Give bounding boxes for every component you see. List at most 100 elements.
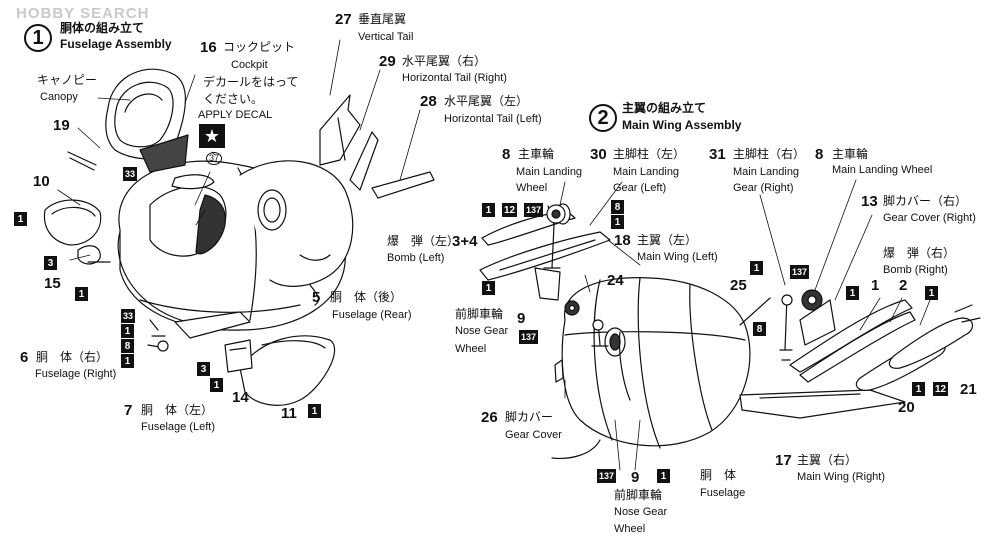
badge-1: 1 bbox=[846, 286, 859, 300]
part-28-label-jp: 水平尾翼（左） bbox=[444, 94, 529, 108]
part-7-label-en: Fuselage (Left) bbox=[141, 421, 215, 433]
part-17-number: 17 bbox=[775, 452, 792, 469]
part-31-label-jp: 主脚柱（右） bbox=[733, 147, 806, 161]
part-24-number: 24 bbox=[607, 272, 624, 289]
step-2-title-jp: 主翼の組み立て bbox=[622, 101, 707, 115]
part-7-number: 7 bbox=[124, 402, 133, 419]
part-13-label-en: Gear Cover (Right) bbox=[883, 212, 976, 224]
part-20-number: 20 bbox=[898, 399, 915, 416]
part-5-label-en: Fuselage (Rear) bbox=[332, 309, 412, 321]
part-16-label-jp: コックピット bbox=[223, 40, 296, 54]
fuselage-label-jp: 胴 体 bbox=[700, 468, 737, 482]
part-30-number: 30 bbox=[590, 146, 607, 163]
bomb-left-label-jp: 爆 弾（左） bbox=[387, 234, 460, 248]
part-31-number: 31 bbox=[709, 146, 726, 163]
step-2-title-en: Main Wing Assembly bbox=[622, 118, 742, 132]
part-9-label-en-1: Nose Gear bbox=[455, 325, 509, 337]
part-9-label-en-1: Nose Gear bbox=[614, 506, 668, 518]
badge-137: 137 bbox=[519, 330, 539, 344]
part-29-number: 29 bbox=[379, 53, 396, 70]
badge-8: 8 bbox=[611, 200, 624, 214]
part-26-label-jp: 脚カバー bbox=[505, 410, 554, 424]
step-1-number: 1 bbox=[24, 24, 52, 52]
part-9-label-en-2: Wheel bbox=[455, 343, 487, 355]
watermark: HOBBY SEARCH bbox=[16, 5, 150, 22]
bomb-right-label-jp: 爆 弾（右） bbox=[883, 246, 956, 260]
badge-3: 3 bbox=[197, 362, 210, 376]
badge-1: 1 bbox=[75, 287, 88, 301]
part-15-number: 15 bbox=[44, 275, 61, 292]
part-28-label-en: Horizontal Tail (Left) bbox=[444, 113, 542, 125]
badge-12: 12 bbox=[933, 382, 949, 396]
part-30-label-en-1: Main Landing bbox=[613, 166, 680, 178]
part-8-number: 8 bbox=[815, 146, 824, 163]
main-wing-assembly-drawing bbox=[479, 179, 981, 471]
part-26-number: 26 bbox=[481, 409, 498, 426]
bomb-right-label-en: Bomb (Right) bbox=[883, 264, 948, 276]
part-28-number: 28 bbox=[420, 93, 437, 110]
part-6-number: 6 bbox=[20, 349, 29, 366]
badge-1: 1 bbox=[657, 469, 670, 483]
badge-1: 1 bbox=[925, 286, 938, 300]
badge-1: 1 bbox=[121, 324, 134, 338]
step-1-title-en: Fuselage Assembly bbox=[60, 37, 172, 51]
part-10-number: 10 bbox=[33, 173, 50, 190]
part-18-label-jp: 主翼（左） bbox=[637, 233, 698, 247]
part-21-number: 21 bbox=[960, 381, 977, 398]
bomb-left-label-en: Bomb (Left) bbox=[387, 252, 445, 264]
canopy-label-jp: キャノピー bbox=[37, 73, 98, 87]
badge-1: 1 bbox=[121, 354, 134, 368]
part-8-label-en-2: Wheel bbox=[516, 182, 548, 194]
part-5-label-jp: 胴 体（後） bbox=[330, 290, 403, 304]
badge-8: 8 bbox=[753, 322, 766, 336]
part-29-label-jp: 水平尾翼（右） bbox=[402, 54, 487, 68]
part-27-label-en: Vertical Tail bbox=[358, 31, 414, 43]
badge-137: 137 bbox=[524, 203, 544, 217]
part-11-number: 11 bbox=[281, 405, 297, 422]
part-16-number: 16 bbox=[200, 39, 217, 56]
part-17-label-en: Main Wing (Right) bbox=[797, 471, 886, 483]
fuselage-assembly-drawing bbox=[43, 39, 435, 406]
part-9-number: 9 bbox=[631, 469, 640, 486]
part-9-label-jp: 前脚車輪 bbox=[455, 307, 504, 321]
part-13-number: 13 bbox=[861, 193, 878, 210]
decal-instruction-en: APPLY DECAL bbox=[198, 109, 273, 121]
part-8-label-jp: 主車輪 bbox=[518, 147, 555, 161]
part-19-number: 19 bbox=[53, 117, 70, 134]
step-2-number: 2 bbox=[589, 104, 617, 132]
part-27-number: 27 bbox=[335, 11, 352, 28]
badge-1: 1 bbox=[611, 215, 624, 229]
part-8-number: 8 bbox=[502, 146, 511, 163]
part-9-label-jp: 前脚車輪 bbox=[614, 488, 663, 502]
part-16-label-en: Cockpit bbox=[231, 59, 268, 71]
badge-1: 1 bbox=[210, 378, 223, 392]
badge-3: 3 bbox=[44, 256, 57, 270]
decal-number: 37 bbox=[206, 152, 223, 165]
badge-1: 1 bbox=[482, 203, 495, 217]
part-2-number: 2 bbox=[899, 277, 908, 294]
part-9-label-en-2: Wheel bbox=[614, 523, 646, 535]
canopy-label-en: Canopy bbox=[40, 91, 78, 103]
badge-1: 1 bbox=[308, 404, 321, 418]
part-8-label-jp: 主車輪 bbox=[832, 147, 869, 161]
part-26-label-en: Gear Cover bbox=[505, 429, 562, 441]
step-1-title-jp: 胴体の組み立て bbox=[60, 21, 145, 35]
badge-137: 137 bbox=[597, 469, 617, 483]
badge-1: 1 bbox=[14, 212, 27, 226]
part-9-number: 9 bbox=[517, 310, 526, 327]
part-18-label-en: Main Wing (Left) bbox=[637, 251, 718, 263]
part-18-number: 18 bbox=[614, 232, 631, 249]
part-8-label-en-1: Main Landing bbox=[516, 166, 583, 178]
part-31-label-en-1: Main Landing bbox=[733, 166, 800, 178]
badge-1: 1 bbox=[912, 382, 925, 396]
bomb-left-number: 3+4 bbox=[452, 233, 478, 250]
part-14-number: 14 bbox=[232, 389, 249, 406]
badge-137: 137 bbox=[790, 265, 810, 279]
badge-1: 1 bbox=[750, 261, 763, 275]
part-27-label-jp: 垂直尾翼 bbox=[358, 12, 407, 26]
decal-instruction-jp-1: デカールをはって bbox=[203, 75, 299, 89]
badge-33: 33 bbox=[123, 167, 138, 181]
part-8-label-en: Main Landing Wheel bbox=[832, 164, 933, 176]
